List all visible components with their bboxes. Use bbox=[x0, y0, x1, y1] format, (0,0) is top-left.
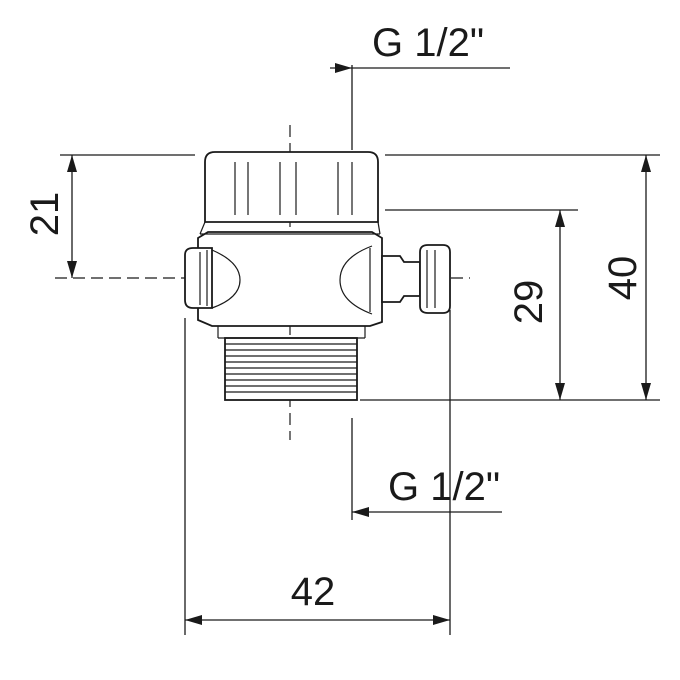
bottom-thread-callout: G 1/2" bbox=[352, 465, 502, 517]
dimension-29-label: 29 bbox=[507, 280, 551, 325]
bottom-thread-label: G 1/2" bbox=[388, 465, 500, 509]
dimension-21: 21 bbox=[23, 155, 77, 278]
dimension-40: 40 bbox=[601, 155, 651, 400]
fitting-body bbox=[184, 151, 451, 401]
extension-lines bbox=[60, 65, 660, 635]
dimension-40-label: 40 bbox=[601, 256, 645, 301]
dimension-21-label: 21 bbox=[23, 192, 67, 237]
dimension-42: 42 bbox=[185, 570, 450, 625]
top-thread-label: G 1/2" bbox=[372, 21, 484, 65]
top-thread-callout: G 1/2" bbox=[330, 21, 510, 73]
dimension-29: 29 bbox=[507, 210, 565, 400]
dimension-42-label: 42 bbox=[291, 570, 336, 614]
